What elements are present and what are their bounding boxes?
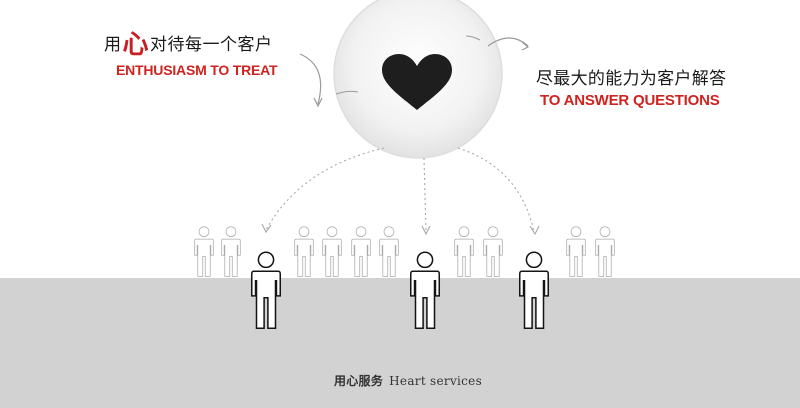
person-icon bbox=[595, 226, 615, 277]
person-icon bbox=[294, 226, 314, 277]
person-icon bbox=[518, 251, 550, 329]
dotted-arrow-right bbox=[457, 147, 535, 233]
floor-band bbox=[0, 278, 800, 408]
person-icon bbox=[221, 226, 241, 277]
person-icon bbox=[194, 226, 214, 277]
footer-cn: 用心服务 bbox=[333, 374, 384, 388]
person-icon bbox=[566, 226, 586, 277]
left-caption-cn: 用心对待每一个客户 bbox=[104, 30, 273, 60]
dotted-arrow-left bbox=[265, 147, 385, 231]
heart-icon bbox=[382, 54, 452, 110]
footer-en: Heart services bbox=[389, 374, 483, 388]
arrow-left-icon bbox=[299, 53, 322, 105]
crowd bbox=[194, 226, 615, 277]
footer-caption: 用心服务 Heart services bbox=[0, 372, 800, 389]
right-caption-en: TO ANSWER QUESTIONS bbox=[540, 92, 720, 109]
left-caption: 用心对待每一个客户 ENTHUSIASM TO TREAT bbox=[104, 30, 278, 78]
person-icon bbox=[409, 251, 441, 329]
person-icon bbox=[322, 226, 342, 277]
left-caption-en: ENTHUSIASM TO TREAT bbox=[116, 62, 278, 78]
person-icon bbox=[250, 251, 282, 329]
person-icon bbox=[483, 226, 503, 277]
dotted-arrow-middle bbox=[423, 157, 427, 233]
person-icon bbox=[351, 226, 371, 277]
person-icon bbox=[379, 226, 399, 277]
arrow-right-icon bbox=[487, 37, 529, 47]
right-caption: 尽最大的能力为客户解答 TO ANSWER QUESTIONS bbox=[536, 68, 726, 109]
right-caption-cn: 尽最大的能力为客户解答 bbox=[536, 69, 727, 89]
heart-character: 心 bbox=[122, 30, 150, 60]
chosen-customers bbox=[250, 251, 550, 329]
person-icon bbox=[454, 226, 474, 277]
